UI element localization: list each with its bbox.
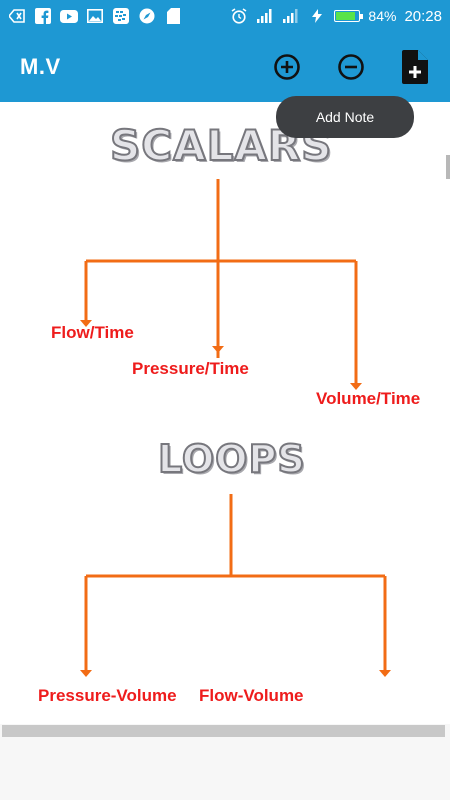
signal-icon [256,7,274,25]
status-bar: 84% 20:28 [0,0,450,32]
bottom-area [0,740,450,800]
diagram-connectors [80,179,391,677]
add-note-tooltip: Add Note [276,96,414,138]
flow-volume-label: Flow-Volume [199,686,304,705]
toolbar-actions [272,50,430,84]
arrow-head [80,670,92,677]
add-note-button[interactable] [400,50,430,84]
arrow-head [80,320,92,327]
arrow-head [350,383,362,390]
arrow-head [212,346,224,353]
sd-card-icon [164,7,182,25]
signal-icon [282,7,300,25]
battery-icon [334,10,364,22]
flow-time-label: Flow/Time [51,323,134,342]
zoom-out-icon [338,54,364,80]
add-note-icon [402,50,428,84]
clock: 20:28 [404,7,442,25]
facebook-icon [34,7,52,25]
back-icon [8,7,26,25]
volume-time-label: Volume/Time [316,389,421,408]
pressure-volume-label: Pressure-Volume [38,686,177,705]
vertical-scrollbar[interactable] [446,155,450,179]
app-bar: M.V [0,32,450,102]
loops-heading: LOOPS [157,436,306,482]
battery-percent: 84% [368,8,397,24]
pressure-time-label: Pressure/Time [132,359,249,378]
notification-icons [8,7,182,25]
horizontal-scrollbar[interactable] [2,725,445,737]
charging-icon [308,7,326,25]
diagram-canvas[interactable] [0,102,450,724]
zoom-out-button[interactable] [336,52,366,82]
zoom-in-button[interactable] [272,52,302,82]
zoom-in-icon [274,54,300,80]
app-title: M.V [20,54,61,79]
bbm-icon [112,7,130,25]
compass-icon [138,7,156,25]
system-icons: 84% 20:28 [230,7,442,25]
alarm-icon [230,7,248,25]
youtube-icon [60,7,78,25]
gallery-icon [86,7,104,25]
arrow-head [379,670,391,677]
